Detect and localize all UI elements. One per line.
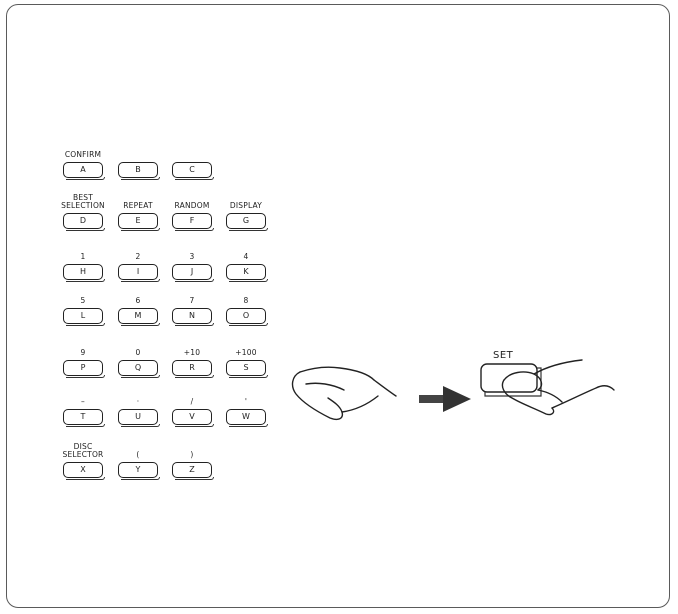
key-q-group: 0 Q [118,349,160,378]
key-t-label: – [81,397,85,406]
key-s-group: +100 S [226,349,268,378]
key-a-button[interactable]: A [63,162,105,180]
key-m-button[interactable]: M [118,308,160,326]
key-p-group: 9 P [63,349,105,378]
key-x-button[interactable]: X [63,462,105,480]
key-q-label: 0 [135,348,141,357]
key-k-button[interactable]: K [226,264,268,282]
key-m-group: 6 M [118,297,160,326]
key-o-button[interactable]: O [226,308,268,326]
key-m-label: 6 [135,296,141,305]
key-v-group: / V [172,398,214,427]
key-t-button[interactable]: T [63,409,105,427]
key-p-label: 9 [80,348,86,357]
key-j-label: 3 [189,252,195,261]
key-u-group: · U [118,398,160,427]
key-e-button[interactable]: E [118,213,160,231]
key-y-group: ( Y [118,451,160,480]
key-n-group: 7 N [172,297,214,326]
key-f-label: RANDOM [174,201,210,210]
key-k-label: 4 [243,252,249,261]
key-d-group: BEST SELECTION D [61,194,105,231]
key-e-label: REPEAT [123,201,153,210]
key-u-button[interactable]: U [118,409,160,427]
key-g-group: DISPLAY G [226,202,268,231]
key-q-button[interactable]: Q [118,360,160,378]
key-c-button[interactable]: C [172,162,214,180]
key-v-button[interactable]: V [172,409,214,427]
key-c-group: C [172,158,214,180]
key-f-group: RANDOM F [172,202,214,231]
key-u-label: · [136,397,140,406]
key-y-label: ( [136,450,140,459]
key-s-label: +100 [235,348,257,357]
key-h-group: 1 H [63,253,105,282]
key-k-group: 4 K [226,253,268,282]
key-f-button[interactable]: F [172,213,214,231]
key-l-button[interactable]: L [63,308,105,326]
key-r-button[interactable]: R [172,360,214,378]
hand-icon [291,366,397,421]
key-h-button[interactable]: H [63,264,105,282]
key-g-button[interactable]: G [226,213,268,231]
key-r-label: +10 [183,348,201,357]
key-y-button[interactable]: Y [118,462,160,480]
key-x-group: DISC SELECTOR X [63,443,105,480]
key-r-group: +10 R [172,349,214,378]
key-a-group: CONFIRM A [63,151,105,180]
key-w-button[interactable]: W [226,409,268,427]
key-p-button[interactable]: P [63,360,105,378]
key-g-label: DISPLAY [229,201,263,210]
key-j-group: 3 J [172,253,214,282]
key-a-label: CONFIRM [64,150,102,159]
key-w-group: ' W [226,398,268,427]
key-i-group: 2 I [118,253,160,282]
key-i-button[interactable]: I [118,264,160,282]
key-z-label: ) [190,450,194,459]
arrow-right-icon [419,386,471,412]
key-o-group: 8 O [226,297,268,326]
key-n-label: 7 [189,296,195,305]
key-i-label: 2 [135,252,141,261]
key-j-button[interactable]: J [172,264,214,282]
set-button-label: SET [493,350,514,361]
key-n-button[interactable]: N [172,308,214,326]
key-s-button[interactable]: S [226,360,268,378]
key-z-button[interactable]: Z [172,462,214,480]
pressing-hand-icon [501,359,615,416]
key-l-group: 5 L [63,297,105,326]
set-button[interactable] [480,363,542,397]
key-e-group: REPEAT E [118,202,160,231]
key-w-label: ' [244,397,248,406]
diagram-frame [6,4,670,608]
key-h-label: 1 [80,252,86,261]
key-t-group: – T [63,398,105,427]
key-x-label: DISC SELECTOR [62,442,104,459]
key-v-label: / [190,397,194,406]
key-o-label: 8 [243,296,249,305]
key-b-group: B [118,158,160,180]
key-b-button[interactable]: B [118,162,160,180]
key-l-label: 5 [80,296,86,305]
key-d-label: BEST SELECTION [61,193,105,210]
key-z-group: ) Z [172,451,214,480]
key-d-button[interactable]: D [63,213,105,231]
